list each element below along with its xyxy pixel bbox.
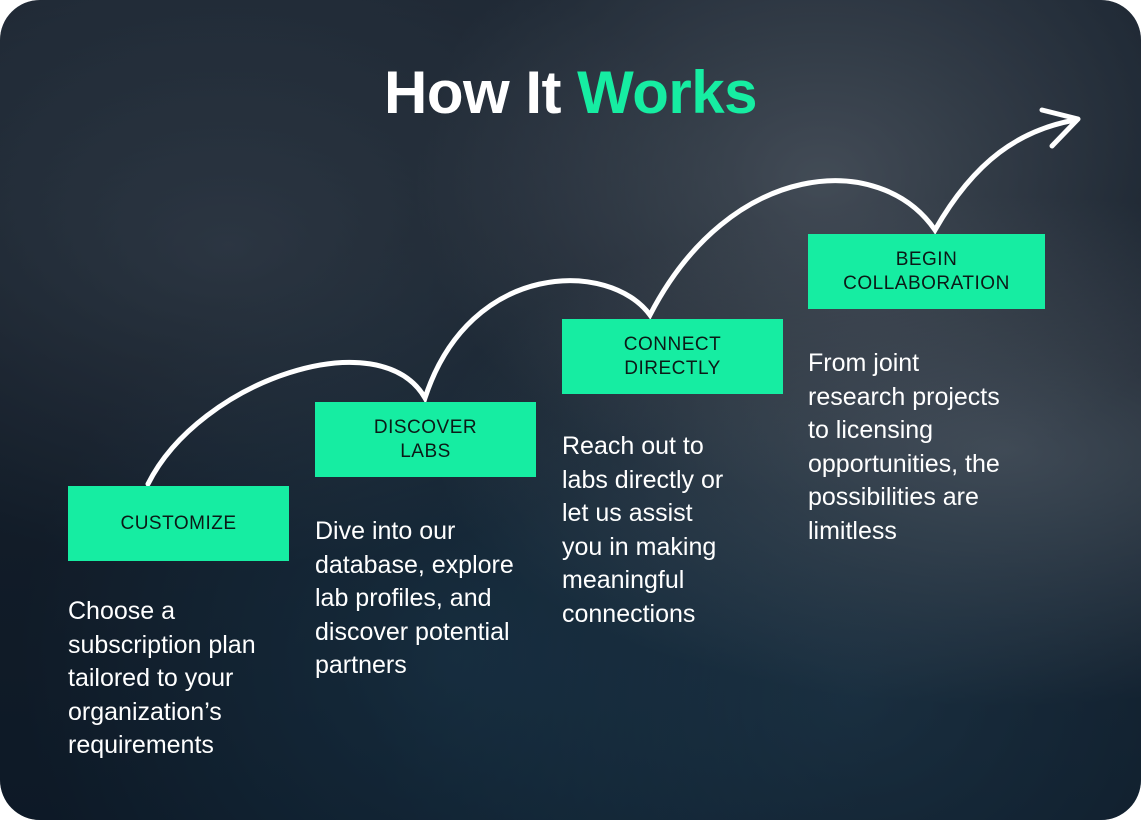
step-description-discover-labs: Dive into our database, explore lab prof… [315,515,514,683]
step-box-discover-labs: DISCOVER LABS [315,402,536,477]
step-description-line: meaningful [562,566,685,594]
step-description-begin-collaboration: From joint research projects to licensin… [808,347,1000,548]
step-description-line: to licensing [808,416,934,444]
arrow-curve [145,117,1078,487]
step-label-line: COLLABORATION [843,272,1010,294]
step-label-line: DISCOVER [373,416,478,438]
step-description-line: organization’s [68,697,222,726]
title-plain: How It [384,59,561,126]
page-title: How It Works [0,58,1141,127]
step-label-line: DIRECTLY [624,357,721,379]
step-description-line: research projects [808,382,1000,411]
step-label-line: BEGIN [895,248,958,270]
step-description-line: requirements [68,731,214,759]
step-description-line: From joint [808,349,920,377]
step-description-line: connections [562,599,696,628]
step-box-connect-directly: CONNECT DIRECTLY [562,319,783,394]
step-description-line: labs directly or [562,465,724,494]
arrow-head-icon [1039,107,1081,149]
step-description-line: you in making [562,532,717,561]
step-description-customize: Choose a subscription plan tailored to y… [68,595,256,763]
step-description-line: subscription plan [68,630,256,659]
step-description-connect-directly: Reach out to labs directly or let us ass… [562,430,723,631]
step-description-line: Reach out to [562,432,704,460]
step-description-line: database, explore [315,550,514,579]
step-description-line: Dive into our [315,517,456,545]
step-description-line: limitless [808,516,897,545]
step-description-line: lab profiles, and [315,584,492,612]
step-label-line: LABS [400,440,451,462]
title-accent: Works [577,59,757,126]
step-box-begin-collaboration: BEGIN COLLABORATION [808,234,1045,309]
step-description-line: tailored to your [68,664,234,692]
step-description-line: Choose a [68,597,176,625]
step-label-line: CUSTOMIZE [120,512,237,534]
step-description-line: let us assist [562,499,693,527]
step-box-customize: CUSTOMIZE [68,486,289,561]
step-description-line: possibilities are [808,483,979,511]
step-label-line: CONNECT [623,333,722,355]
step-description-line: partners [315,651,407,679]
step-description-line: opportunities, the [808,449,1000,478]
step-description-line: discover potential [315,617,510,646]
